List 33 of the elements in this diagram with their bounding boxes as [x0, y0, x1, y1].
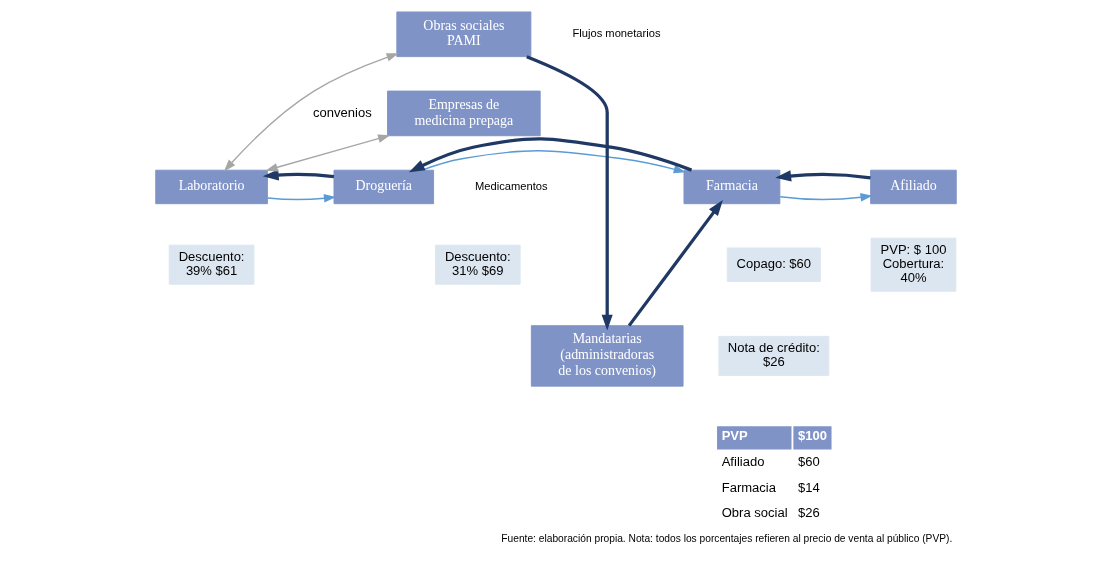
- label: Obra social: [721, 504, 788, 520]
- arrow: [526, 55, 613, 331]
- arrow: [627, 199, 723, 327]
- arrow: [262, 169, 335, 181]
- legend-label: Flujos monetarios: [572, 27, 661, 40]
- legend-label: Medicamentos: [475, 179, 548, 192]
- node-box: Descuento: 31% $69: [435, 244, 521, 285]
- label: Afiliado: [721, 454, 765, 470]
- edge-label: convenios: [313, 104, 372, 120]
- caption: Fuente: elaboración propia. Nota: todos los porcentajes refieren al precio de venta al público (PVP).: [501, 533, 953, 545]
- arrow: [267, 194, 337, 203]
- label: $100: [798, 428, 827, 444]
- arrow: [265, 134, 391, 172]
- label: Farmacia: [721, 479, 776, 495]
- label: PVP: [721, 428, 748, 444]
- arrow: [408, 137, 693, 173]
- node-box: Empresas de medicina prepaga: [387, 90, 541, 137]
- label: $14: [798, 479, 820, 495]
- node-box: Nota de crédito: $26: [718, 335, 830, 376]
- node-box: Mandatarias (administradoras de los convenios): [530, 325, 684, 387]
- node-box: Descuento: 39% $61: [168, 244, 255, 285]
- arrow: [775, 170, 871, 182]
- label: $26: [798, 504, 820, 520]
- node-box: Obras sociales PAMI: [396, 11, 532, 58]
- label: $60: [798, 454, 820, 470]
- arrow: [779, 193, 873, 202]
- node-box: PVP: $ 100 Cobertura: 40%: [870, 237, 957, 292]
- node-box: Copago: $60: [726, 247, 821, 282]
- node-box: Droguería: [333, 169, 435, 205]
- node-box: Laboratorio: [155, 169, 268, 205]
- node-box: Farmacia: [683, 169, 781, 205]
- arrow: [223, 53, 399, 172]
- node-box: Afiliado: [870, 169, 957, 205]
